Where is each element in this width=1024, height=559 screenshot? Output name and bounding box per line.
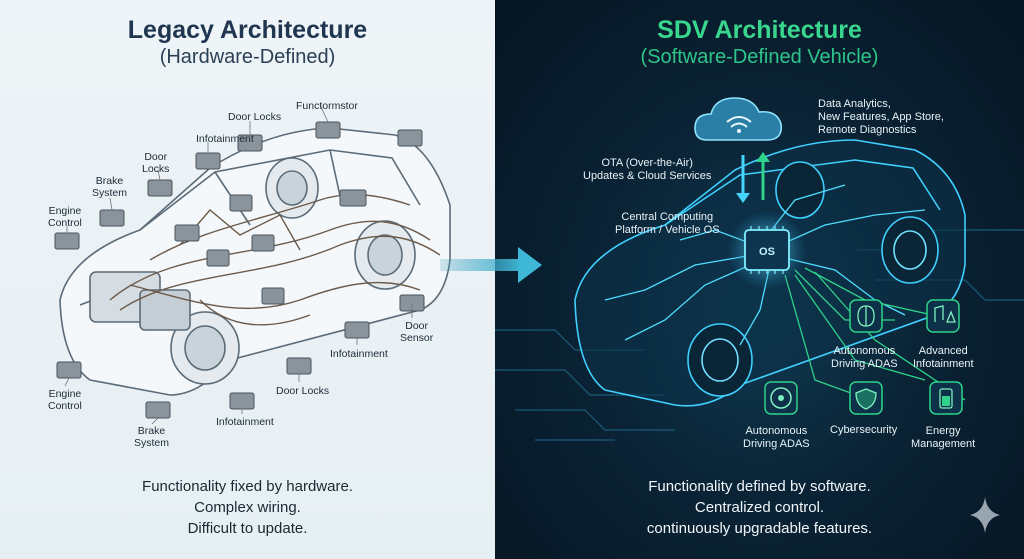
label-door-locks-bottom: Door Locks [276,385,330,397]
ecu-module-icon [286,357,312,375]
legacy-ecu-modules [54,121,425,419]
sdv-car-diagram: OS [495,97,1024,533]
legacy-subtitle: (Hardware-Defined) [159,46,336,68]
ecu-module-icon [261,287,285,305]
legacy-car-body [59,127,451,396]
ecu-module-icon [229,392,255,410]
label-engine-control-bottom: Engine Control [48,388,82,412]
label-door-sensor: Door Sensor [400,320,434,344]
legacy-caption-line: Difficult to update. [187,520,308,537]
battery-icon [929,381,963,415]
label-functormstor: Functormstor [296,100,358,112]
ecu-module-icon [339,189,367,207]
cloud-label: Data Analytics, New Features, App Store,… [818,98,944,136]
arrow-right-icon [440,247,542,283]
module-label-advanced-infotainment: Advanced Infotainment [913,345,974,370]
ecu-module-icon [147,179,173,197]
ota-label: OTA (Over-the-Air) Updates & Cloud Servi… [583,157,712,182]
label-engine-control-top: Engine Control [48,205,82,229]
legacy-leader-lines [64,104,413,425]
legacy-caption-line: Complex wiring. [194,499,301,516]
ota-arrows [736,152,770,203]
module-label-adas-bottom: Autonomous Driving ADAS [743,425,810,450]
chip-os-label: OS [759,246,775,258]
module-label-energy-management: Energy Management [911,425,976,450]
ecu-module-icon [344,321,370,339]
ecu-module-icon [56,361,82,379]
shield-icon [849,381,883,415]
sdv-caption-line: Centralized control. [694,499,825,516]
ecu-module-icon [315,121,341,139]
ecu-module-icon [174,224,200,242]
label-door-locks-top: Door Locks [228,111,282,123]
sdv-caption-line: continuously upgradable features. [646,520,873,537]
ecu-module-icon [206,249,230,267]
ecu-module-icon [397,129,423,147]
ecu-module-icon [251,234,275,252]
sdv-caption: Functionality defined by software. Centr… [495,476,1024,539]
ecu-module-icon [145,401,171,419]
legacy-caption-line: Functionality fixed by hardware. [142,478,353,495]
ecu-module-icon [229,194,253,212]
legacy-title: Legacy Architecture [127,16,368,44]
chip-icon: OS [744,226,790,274]
sdv-title: SDV Architecture [657,16,862,44]
label-infotainment-mid: Infotainment [330,348,388,360]
label-brake-system-bottom: Brake System [134,425,170,449]
ecu-module-icon [195,152,221,170]
legacy-panel: Legacy Architecture (Hardware-Defined) [0,0,495,559]
sdv-panel: SDV Architecture (Software-Defined Vehic… [495,0,1024,559]
brain-icon [849,299,883,333]
steering-wheel-icon [764,381,798,415]
legacy-car-diagram [54,104,451,425]
label-infotainment-bottom: Infotainment [216,416,274,428]
ecu-module-icon [54,232,80,250]
label-brake-system-top: Brake System [92,175,128,199]
central-computing-label: Central Computing Platform / Vehicle OS [615,211,720,236]
ecu-module-icon [99,209,125,227]
legacy-caption: Functionality fixed by hardware. Complex… [0,476,495,539]
label-door-locks-left: Door Locks [142,151,170,175]
module-label-adas-top: Autonomous Driving ADAS [831,345,898,370]
music-map-icon [926,299,960,333]
label-infotainment-top: Infotainment [196,133,254,145]
sparkle-icon [970,497,1000,533]
cloud-wifi-icon [694,97,783,141]
sdv-caption-line: Functionality defined by software. [648,478,871,495]
module-label-cybersecurity: Cybersecurity [830,424,898,436]
sdv-subtitle: (Software-Defined Vehicle) [640,46,879,68]
